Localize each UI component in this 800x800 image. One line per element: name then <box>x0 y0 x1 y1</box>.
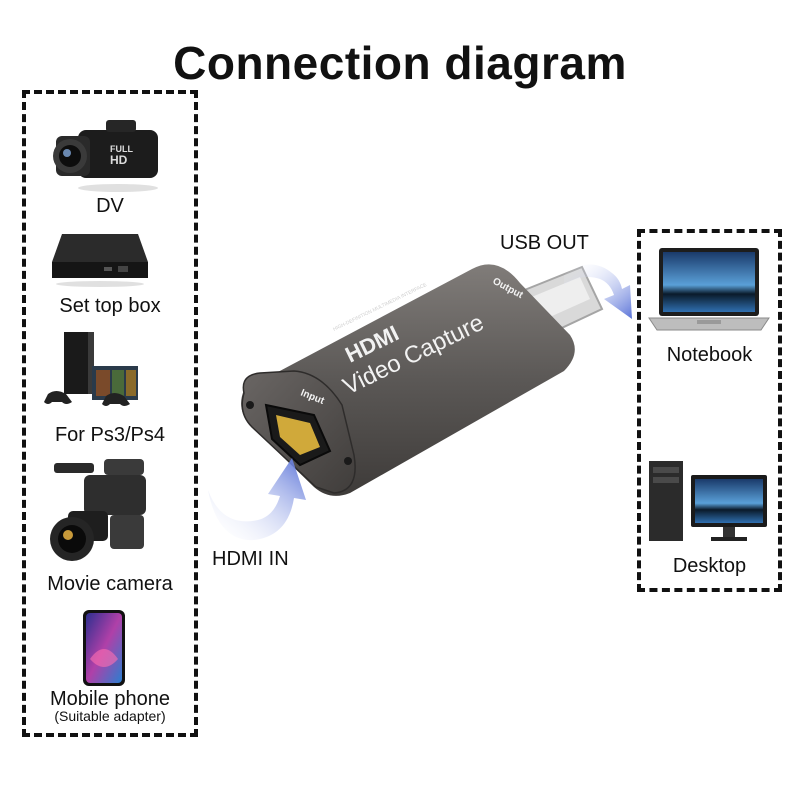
mobile-phone-icon <box>83 610 125 686</box>
diagram-title: Connection diagram <box>173 37 627 89</box>
usb-out-arrow-icon <box>564 264 632 319</box>
source-devices-box <box>22 90 198 737</box>
hdmi-in-arrow-icon <box>208 458 306 541</box>
target-devices-box <box>637 229 782 592</box>
set-top-box-icon <box>52 234 148 287</box>
target-label-desktop: Desktop <box>672 555 747 577</box>
svg-text:FULL: FULL <box>110 144 133 154</box>
source-label-ps3-ps4: For Ps3/Ps4 <box>54 424 166 446</box>
movie-camera-icon <box>50 459 146 561</box>
game-console-icon <box>44 332 138 406</box>
source-sublabel-adapter: (Suitable adapter) <box>54 708 166 724</box>
laptop-icon <box>648 248 770 331</box>
camcorder-icon: FULL HD <box>53 120 158 192</box>
usb-out-label: USB OUT <box>500 232 589 254</box>
source-label-movie-camera: Movie camera <box>47 573 173 595</box>
hdmi-in-label: HDMI IN <box>212 548 289 570</box>
source-label-mobile-phone: Mobile phone <box>49 688 171 710</box>
hdmi-capture-device: HDMI Video Capture HIGH-DEFINITION MULTI… <box>241 264 604 496</box>
source-label-set-top-box: Set top box <box>59 295 161 317</box>
svg-text:HD: HD <box>110 153 128 167</box>
desktop-computer-icon <box>649 461 767 541</box>
target-label-notebook: Notebook <box>666 344 753 366</box>
source-label-dv: DV <box>96 195 124 217</box>
